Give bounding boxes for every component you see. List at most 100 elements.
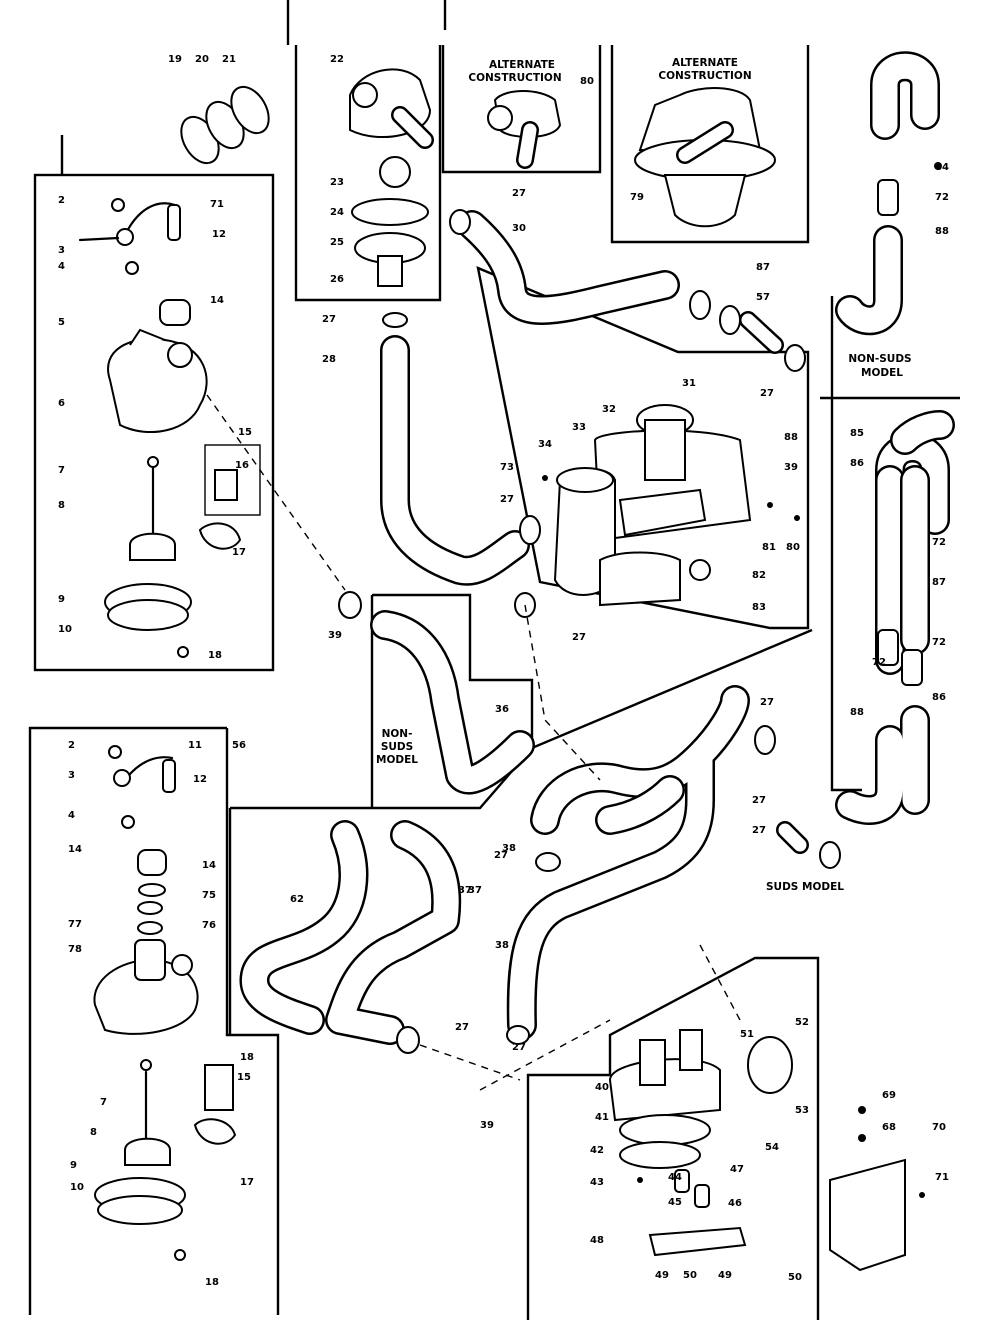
callout-88: 88 bbox=[784, 432, 798, 443]
stem-26 bbox=[377, 255, 403, 287]
callout-40: 40 bbox=[595, 1082, 609, 1093]
callout-25: 25 bbox=[330, 237, 344, 248]
callout-70: 70 bbox=[932, 1122, 946, 1133]
washer-14 bbox=[138, 883, 166, 897]
lower-left-frame-right bbox=[225, 728, 280, 1315]
callout-18: 18 bbox=[208, 650, 222, 661]
callout-14: 14 bbox=[68, 844, 82, 855]
screw-69 bbox=[858, 1106, 866, 1114]
callout-34: 34 bbox=[538, 439, 552, 450]
impeller-8 bbox=[129, 532, 176, 561]
caption-non-suds-upper-line2: MODEL bbox=[861, 367, 903, 379]
callout-16: 16 bbox=[235, 460, 249, 471]
callout-27: 27 bbox=[572, 632, 586, 643]
callout-2: 2 bbox=[68, 740, 75, 751]
gasket-24 bbox=[351, 198, 429, 226]
bracket-15-lower bbox=[204, 1064, 234, 1111]
caption-alternate-1-line1: ALTERNATE bbox=[489, 59, 555, 71]
callout-39: 39 bbox=[328, 630, 342, 641]
clamp-27-upper bbox=[382, 312, 408, 328]
callout-23: 23 bbox=[330, 177, 344, 188]
pump-neck-78 bbox=[134, 939, 166, 981]
callout-17: 17 bbox=[232, 547, 246, 558]
clamp-27-suds bbox=[754, 725, 776, 755]
callout-32: 32 bbox=[602, 404, 616, 415]
callout-8: 8 bbox=[58, 500, 65, 511]
callout-15: 15 bbox=[238, 427, 252, 438]
outlet-40 bbox=[639, 1039, 666, 1086]
callout-50: 50 bbox=[683, 1270, 697, 1281]
callout-5: 5 bbox=[58, 317, 65, 328]
callout-27: 27 bbox=[455, 1022, 469, 1033]
screw-73 bbox=[542, 475, 548, 481]
clamp-27-hose37 bbox=[396, 1026, 420, 1054]
callout-27: 27 bbox=[500, 494, 514, 505]
callout-62: 62 bbox=[290, 894, 304, 905]
pump-body-78 bbox=[93, 958, 199, 1035]
callout-87: 87 bbox=[932, 577, 946, 588]
screw-43 bbox=[637, 1177, 643, 1183]
screw-71 bbox=[919, 1192, 925, 1198]
spring-45 bbox=[694, 1184, 710, 1208]
cap-14-lower bbox=[137, 849, 167, 876]
bracket-34 bbox=[618, 488, 707, 537]
callout-37: 37 bbox=[468, 885, 482, 896]
upper-pump-motor-assembly bbox=[542, 404, 800, 607]
callout-46: 46 bbox=[728, 1198, 742, 1209]
lower-suds-pump-assembly bbox=[608, 1029, 925, 1272]
base-80 bbox=[599, 551, 681, 607]
lower-pump-frame bbox=[526, 956, 820, 1320]
callout-21: 21 bbox=[222, 54, 236, 65]
washer-76 bbox=[137, 921, 163, 935]
callout-56: 56 bbox=[232, 740, 246, 751]
alt-port-80 bbox=[487, 105, 513, 131]
clamp-27-loop bbox=[535, 852, 561, 872]
gasket-41 bbox=[619, 1114, 711, 1146]
part-16 bbox=[214, 469, 238, 501]
callout-53: 53 bbox=[795, 1105, 809, 1116]
part-17-lower bbox=[193, 1118, 237, 1145]
callout-7: 7 bbox=[100, 1097, 107, 1108]
caption-non-suds-lower-line1: NON- bbox=[382, 728, 413, 740]
coupler-72-right bbox=[901, 649, 923, 686]
caption-alternate-2-line1: ALTERNATE bbox=[672, 57, 738, 69]
lower-left-pump-assembly bbox=[93, 745, 237, 1261]
upper-left-pump-assembly bbox=[78, 198, 261, 658]
callout-9: 9 bbox=[70, 1160, 77, 1171]
outlet-78 bbox=[171, 954, 193, 976]
clamp-27-right bbox=[784, 344, 806, 372]
bracket-70 bbox=[829, 1158, 906, 1272]
callout-72: 72 bbox=[932, 637, 946, 648]
caption-alternate-2-line2: CONSTRUCTION bbox=[658, 70, 751, 82]
callout-42: 42 bbox=[590, 1145, 604, 1156]
outlet-51 bbox=[679, 1029, 703, 1071]
callout-83: 83 bbox=[752, 602, 766, 613]
callout-52: 52 bbox=[795, 1017, 809, 1028]
hoses bbox=[239, 51, 950, 1045]
callout-75: 75 bbox=[202, 890, 216, 901]
callout-33: 33 bbox=[572, 422, 586, 433]
callout-8: 8 bbox=[90, 1127, 97, 1138]
callout-78: 78 bbox=[68, 944, 82, 955]
callout-17: 17 bbox=[240, 1177, 254, 1188]
callout-15: 15 bbox=[237, 1072, 251, 1083]
callout-12: 12 bbox=[212, 229, 226, 240]
callout-47: 47 bbox=[730, 1164, 744, 1175]
callout-68: 68 bbox=[882, 1122, 896, 1133]
callout-72: 72 bbox=[932, 537, 946, 548]
callout-84: 84 bbox=[935, 162, 949, 173]
callout-86: 86 bbox=[850, 458, 864, 469]
callout-11: 11 bbox=[188, 740, 202, 751]
part-3 bbox=[116, 228, 134, 246]
spring-12-lower bbox=[162, 759, 176, 793]
caption-non-suds-upper-line1: NON-SUDS bbox=[848, 353, 911, 365]
callout-88: 88 bbox=[935, 226, 949, 237]
part-4-lower bbox=[121, 815, 135, 829]
callout-71: 71 bbox=[935, 1172, 949, 1183]
coupler-72-upper bbox=[877, 179, 899, 216]
ring-21 bbox=[230, 85, 270, 135]
dashed-leaders bbox=[206, 394, 741, 1091]
callout-2: 2 bbox=[58, 195, 65, 206]
callout-27: 27 bbox=[512, 1042, 526, 1053]
